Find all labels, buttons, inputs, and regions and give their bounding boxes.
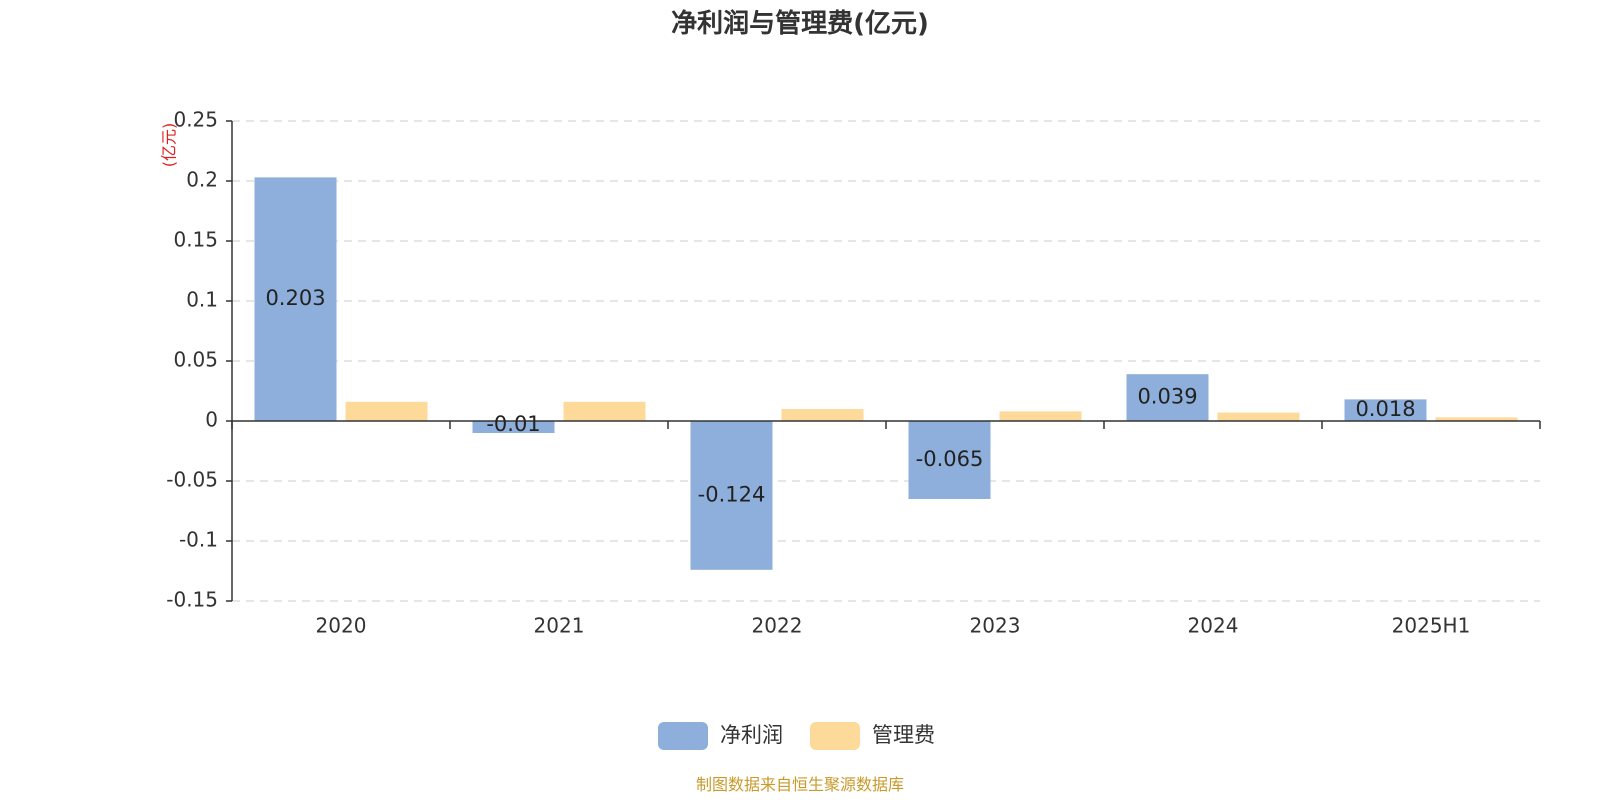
legend-swatch — [810, 722, 860, 750]
bar-net-profit — [690, 421, 773, 570]
y-tick-label: 0.25 — [173, 108, 218, 132]
bar-admin-expense — [781, 409, 864, 421]
bar-admin-expense — [1217, 412, 1300, 421]
data-label: 0.203 — [265, 286, 325, 310]
source-note: 制图数据来自恒生聚源数据库 — [696, 775, 904, 794]
y-tick-label: -0.15 — [166, 588, 218, 612]
x-tick-label: 2021 — [534, 614, 585, 638]
legend-swatch — [658, 722, 708, 750]
bar-admin-expense — [563, 401, 646, 421]
y-axis: 0.25 0.2 0.15 0.1 0.05 0 -0.05 -0.1 -0.15 — [166, 108, 233, 612]
gridlines — [232, 120, 1540, 602]
data-label: 0.018 — [1355, 397, 1415, 421]
legend-label: 管理费 — [872, 723, 935, 747]
x-tick-label: 2020 — [316, 614, 367, 638]
y-axis-unit-label: (亿元) — [160, 123, 179, 168]
y-tick-label: 0.05 — [173, 348, 218, 372]
bar-net-profit — [1344, 399, 1427, 421]
y-tick-label: -0.05 — [166, 468, 218, 492]
y-tick-label: -0.1 — [179, 528, 218, 552]
legend-label: 净利润 — [720, 723, 783, 747]
bar-net-profit — [254, 177, 337, 421]
x-axis-ticks: 2020 2021 2022 2023 2024 2025H1 — [316, 614, 1471, 638]
data-labels: 0.203 -0.01 -0.124 -0.065 0.039 0.018 — [265, 286, 1415, 506]
y-tick-label: 0.15 — [173, 228, 218, 252]
bar-admin-expense — [999, 411, 1082, 421]
y-tick-label: 0 — [205, 408, 218, 432]
bar-admin-expense — [345, 401, 428, 421]
data-label: -0.01 — [486, 412, 540, 436]
bar-admin-expense — [1435, 417, 1518, 421]
data-label: -0.065 — [916, 447, 984, 471]
x-tick-label: 2022 — [752, 614, 803, 638]
bars — [254, 177, 1518, 570]
x-tick-label: 2023 — [970, 614, 1021, 638]
data-label: -0.124 — [698, 482, 766, 506]
bar-net-profit — [908, 421, 991, 499]
x-axis — [231, 420, 1541, 429]
x-tick-label: 2025H1 — [1392, 614, 1471, 638]
y-tick-label: 0.2 — [186, 168, 218, 192]
data-label: 0.039 — [1137, 385, 1197, 409]
x-tick-label: 2024 — [1188, 614, 1239, 638]
legend[interactable]: 净利润 管理费 — [658, 722, 935, 750]
bar-net-profit — [1126, 374, 1209, 421]
y-tick-label: 0.1 — [186, 288, 218, 312]
chart-title: 净利润与管理费(亿元) — [671, 8, 929, 39]
bar-net-profit — [472, 421, 555, 433]
